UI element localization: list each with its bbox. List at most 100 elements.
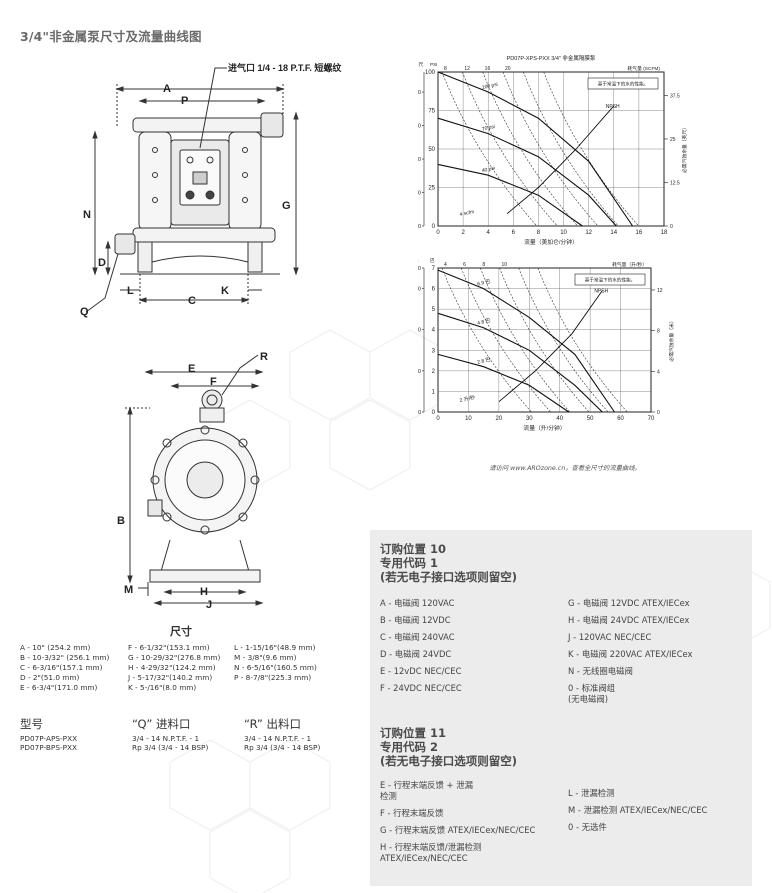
y-inner-tick-label: 4	[432, 328, 436, 334]
series-line	[437, 269, 615, 413]
pressure-label: 4.8 巴	[477, 318, 491, 327]
air-consumption-curve	[482, 71, 578, 227]
air-consumption-curve	[523, 71, 619, 227]
pressure-label: 100 psi	[481, 82, 498, 91]
series-line	[437, 312, 603, 413]
pressure-label: 4 scfm	[459, 209, 475, 218]
table-cell: PD07P-BPS-PXX	[20, 743, 77, 752]
pump-side-view	[125, 354, 264, 606]
y-inner-tick-label: 3	[432, 348, 436, 354]
dim-label-K: K	[221, 285, 229, 297]
legend-text: 基于常温下的水的性能。	[598, 81, 649, 88]
pressure-label: 6.9 巴	[477, 279, 491, 288]
air-consumption-curve	[537, 267, 628, 413]
air-tick-label: 6	[463, 262, 466, 268]
npsh-label: NPSH	[606, 104, 620, 110]
dimension-item: B - 10-3/32" (256.1 mm)	[20, 653, 110, 662]
list-item: N - 无线圈电磁阀	[568, 666, 633, 676]
dimension-item: P - 8-7/8"(225.3 mm)	[234, 673, 312, 682]
air-consumption-curve	[462, 71, 558, 227]
dimension-item: L - 1-15/16"(48.9 mm)	[234, 643, 316, 652]
dimensions-caption: 尺寸	[170, 625, 192, 638]
x-tick-label: 4	[487, 230, 491, 236]
y-inner-tick-label: 75	[428, 109, 435, 115]
dimension-item: A - 10" (254.2 mm)	[20, 643, 91, 652]
y2-tick-label: 8	[657, 329, 660, 335]
y2-tick-label: 37.5	[670, 93, 680, 99]
pump-front-view	[85, 67, 299, 313]
y-outer-tick-label: 0	[418, 224, 421, 230]
y-inner-tick-label: 0	[432, 224, 436, 230]
air-consumption-curve	[460, 267, 551, 413]
list-item: 0 - 标准阀组 (无电磁阀)	[568, 683, 616, 704]
table-row: PD07P-APS-PXX 3/4 - 14 N.P.T.F. - 1 3/4 …	[20, 734, 320, 743]
y2-tick-label: 0	[657, 410, 660, 416]
y-inner-tick-label: 2	[432, 369, 436, 375]
list-item: 0 - 无选件	[568, 822, 607, 832]
series-line	[437, 163, 583, 227]
list-item: E - 行程末端反馈 + 泄漏 检测	[380, 780, 473, 801]
air-tick-label: 4	[444, 262, 447, 268]
x-axis-title: 流量（美加仑/分钟）	[524, 238, 578, 246]
list-item: B - 电磁阀 12VDC	[380, 615, 451, 625]
x-tick-label: 2	[461, 230, 465, 236]
table-cell: 3/4 - 14 N.P.T.F. - 1	[132, 734, 200, 743]
list-item: G - 行程末端反馈 ATEX/IECex/NEC/CEC	[380, 825, 536, 835]
dim-label-C: C	[188, 295, 196, 307]
y-outer-tick-label: 150	[418, 124, 421, 130]
y-inner-unit: PSI	[430, 62, 437, 67]
x-tick-label: 30	[526, 416, 533, 422]
table-cell: Rp 3/4 (3/4 - 14 BSP)	[244, 743, 321, 752]
y-outer-tick-label: 0	[418, 410, 421, 416]
x-tick-label: 70	[648, 416, 655, 422]
pressure-label: 40 psi	[481, 165, 495, 174]
dim-label-P: P	[181, 95, 188, 107]
order-position-10-heading: 订购位置 10 专用代码 1 (若无电子接口选项则留空)	[380, 542, 518, 584]
legend-box	[587, 77, 659, 90]
pressure-label: 2 升/秒	[459, 394, 476, 404]
y-outer-unit: 英尺	[418, 61, 424, 68]
x-tick-label: 20	[496, 416, 503, 422]
air-consumption-curve	[480, 267, 571, 413]
dim-label-E: E	[188, 363, 195, 375]
x-tick-label: 40	[556, 416, 563, 422]
dim-label-J: J	[206, 599, 212, 611]
plot-area	[437, 267, 652, 413]
y-inner-tick-label: 0	[432, 410, 436, 416]
series-line	[506, 105, 615, 215]
dimension-item: H - 4-29/32"(124.2 mm)	[128, 663, 216, 672]
x-tick-label: 8	[537, 230, 541, 236]
dim-label-G: G	[282, 200, 291, 212]
y2-axis-title: 必需汽蚀余量（米）	[668, 318, 675, 361]
table-cell: 3/4 - 14 N.P.T.F. - 1	[244, 734, 312, 743]
y-inner-tick-label: 100	[425, 70, 436, 76]
x-tick-label: 18	[661, 230, 668, 236]
air-tick-label: 12	[464, 66, 470, 72]
dimension-item: D - 2"(51.0 mm)	[20, 673, 80, 682]
pump-dimension-drawings: 进气口 1/4 - 18 P.T.F. 短螺纹 A P N G D Q L C …	[80, 62, 342, 611]
y2-tick-label: 25	[670, 137, 676, 143]
x-tick-label: 12	[585, 230, 592, 236]
y-inner-tick-label: 5	[432, 307, 436, 313]
models-table: 型号 “Q” 进料口 “R” 出料口 PD07P-APS-PXX 3/4 - 1…	[20, 716, 380, 752]
air-tick-label: 8	[482, 262, 485, 268]
table-cell: PD07P-APS-PXX	[20, 734, 78, 743]
air-consumption-curve	[502, 71, 599, 227]
y-outer-tick-label: 200	[418, 90, 421, 96]
dim-label-H: H	[200, 586, 208, 598]
y2-axis-title: 必需汽蚀余量（英尺）	[681, 125, 688, 173]
y-inner-tick-label: 1	[432, 389, 436, 395]
list-item: L - 泄漏检测	[568, 788, 615, 798]
x-tick-label: 0	[436, 230, 440, 236]
y-outer-tick-label: 70	[418, 266, 421, 272]
y-outer-tick-label: 60	[418, 287, 421, 293]
x-tick-label: 60	[617, 416, 624, 422]
air-consumption-curve	[518, 267, 609, 413]
y-inner-tick-label: 50	[428, 147, 435, 153]
order-options-panel: 订购位置 10 专用代码 1 (若无电子接口选项则留空) A - 电磁阀 120…	[370, 530, 752, 886]
list-item: E - 12vDC NEC/CEC	[380, 666, 462, 676]
y2-tick-label: 12	[657, 288, 663, 294]
series-line	[437, 71, 634, 227]
list-item: M - 泄漏检测 ATEX/IECex/NEC/CEC	[568, 805, 708, 815]
